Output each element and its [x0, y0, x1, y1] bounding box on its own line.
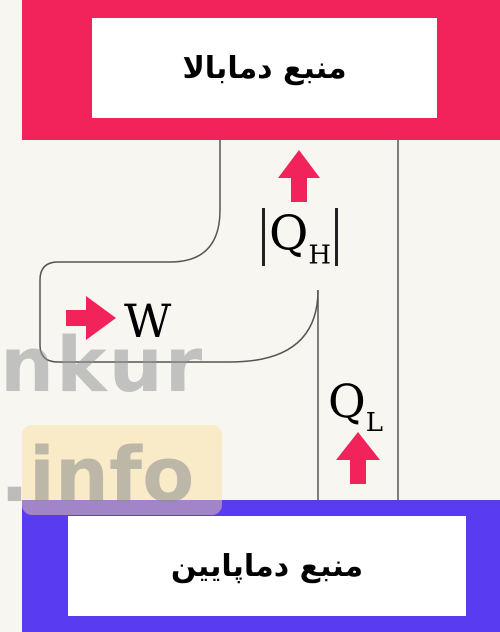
heat-out-subscript: L — [365, 408, 383, 438]
heat-in-symbol: Q — [269, 205, 309, 262]
watermark-text-2: .info — [0, 430, 195, 519]
hot-reservoir-label: منبع دمابالا — [92, 18, 437, 118]
work-arrow-head — [86, 296, 116, 340]
watermark-box — [22, 425, 222, 515]
heat-in-label: QH — [258, 208, 342, 269]
heat-out-arrow-shaft — [350, 458, 366, 484]
abs-bar-right — [335, 208, 339, 266]
abs-bar-left — [262, 208, 265, 266]
heat-out-arrow-head — [336, 432, 380, 460]
heat-in-arrow — [278, 150, 320, 202]
hot-reservoir: منبع دمابالا — [22, 0, 500, 140]
heat-in-arrow-shaft — [291, 176, 307, 202]
work-label: W — [124, 294, 172, 348]
heat-out-arrow — [336, 432, 380, 484]
cold-reservoir: منبع دماپایین — [22, 500, 500, 632]
cold-reservoir-label: منبع دماپایین — [68, 516, 466, 616]
work-arrow — [66, 296, 116, 340]
work-arrow-shaft — [66, 310, 88, 326]
watermark-text: nkur — [0, 320, 205, 409]
heat-out-label: QL — [328, 378, 383, 436]
work-channel-upper-wall — [39, 140, 319, 363]
heat-out-symbol: Q — [328, 374, 366, 428]
heat-in-subscript: H — [308, 240, 332, 271]
heat-in-arrow-head — [278, 150, 320, 178]
